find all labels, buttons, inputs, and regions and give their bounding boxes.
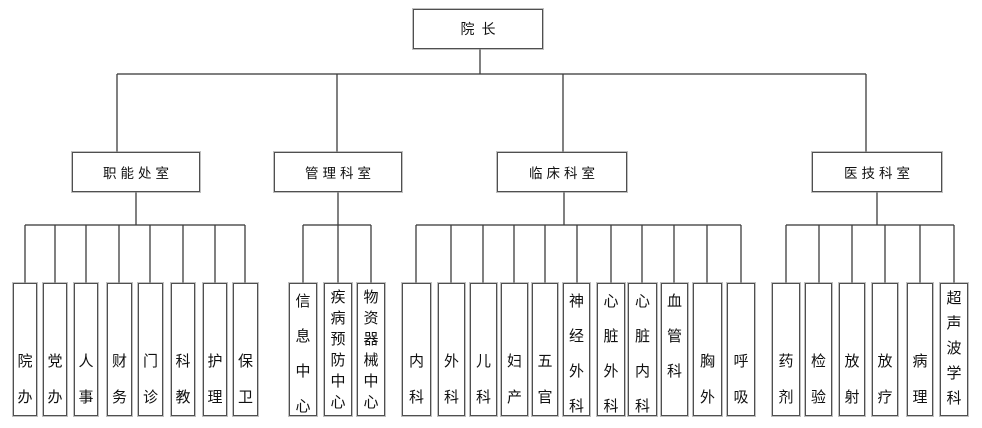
leaf-node: 人事 bbox=[74, 283, 98, 416]
leaf-label: 疾病预防中心 bbox=[330, 288, 346, 411]
leaf-node: 超声波学科 bbox=[940, 283, 968, 416]
dept-label: 职能处室 bbox=[103, 166, 173, 182]
leaf-label: 放疗 bbox=[877, 352, 893, 406]
dept-label: 管理科室 bbox=[305, 166, 375, 182]
dept-node-clinical: 临床科室 bbox=[497, 152, 627, 192]
leaf-node: 药剂 bbox=[772, 283, 800, 416]
leaf-label: 药剂 bbox=[778, 352, 794, 406]
leaf-node: 保卫 bbox=[233, 283, 258, 416]
dept-label: 医技科室 bbox=[844, 166, 914, 182]
leaf-label: 财务 bbox=[111, 352, 127, 406]
leaf-node: 放疗 bbox=[872, 283, 898, 416]
leaf-label: 儿科 bbox=[475, 352, 491, 406]
leaf-node: 妇产 bbox=[501, 283, 528, 416]
leaf-label: 检验 bbox=[810, 352, 826, 406]
leaf-node: 外科 bbox=[438, 283, 465, 416]
leaf-node: 院办 bbox=[13, 283, 37, 416]
leaf-node: 心脏内科 bbox=[628, 283, 657, 416]
leaf-node: 信息中心 bbox=[289, 283, 317, 416]
root-label: 院长 bbox=[460, 22, 503, 38]
leaf-label: 党办 bbox=[47, 352, 63, 406]
leaf-node: 门诊 bbox=[138, 283, 163, 416]
leaf-label: 神经外科 bbox=[568, 292, 584, 415]
connector-rails bbox=[25, 73, 954, 226]
leaf-label: 保卫 bbox=[237, 352, 253, 406]
leaf-label: 超声波学科 bbox=[946, 289, 962, 407]
root-node: 院长 bbox=[413, 9, 543, 49]
leaf-label: 妇产 bbox=[506, 352, 522, 406]
leaf-label: 门诊 bbox=[142, 352, 158, 406]
leaf-label: 护理 bbox=[207, 352, 223, 406]
leaf-node: 儿科 bbox=[470, 283, 497, 416]
leaf-node: 疾病预防中心 bbox=[324, 283, 352, 416]
leaf-node: 神经外科 bbox=[563, 283, 590, 416]
leaf-label: 人事 bbox=[78, 352, 94, 406]
leaf-node: 护理 bbox=[203, 283, 227, 416]
leaf-label: 五官 bbox=[537, 352, 553, 406]
dept-node-functional-offices: 职能处室 bbox=[72, 152, 200, 192]
leaf-label: 血管科 bbox=[666, 292, 682, 380]
leaf-label: 外科 bbox=[443, 352, 459, 406]
leaf-label: 信息中心 bbox=[295, 292, 311, 415]
leaf-node: 五官 bbox=[532, 283, 558, 416]
leaf-node: 血管科 bbox=[661, 283, 688, 416]
leaf-node: 胸外 bbox=[693, 283, 722, 416]
leaf-node: 内科 bbox=[402, 283, 431, 416]
leaf-node: 财务 bbox=[107, 283, 132, 416]
dept-label: 临床科室 bbox=[529, 166, 599, 182]
leaf-label: 胸外 bbox=[699, 352, 715, 406]
leaf-label: 呼吸 bbox=[733, 352, 749, 406]
leaf-label: 物资器械中心 bbox=[363, 288, 379, 411]
leaf-node: 科教 bbox=[171, 283, 195, 416]
leaf-label: 病理 bbox=[912, 352, 928, 406]
leaf-label: 院办 bbox=[17, 352, 33, 406]
dept-node-medical-tech: 医技科室 bbox=[812, 152, 942, 192]
leaf-label: 科教 bbox=[175, 352, 191, 406]
leaf-label: 放射 bbox=[844, 352, 860, 406]
leaf-label: 心脏内科 bbox=[634, 292, 650, 415]
dept-node-management: 管理科室 bbox=[274, 152, 402, 192]
leaf-node: 党办 bbox=[43, 283, 67, 416]
leaf-node: 检验 bbox=[805, 283, 832, 416]
leaf-node: 心脏外科 bbox=[597, 283, 625, 416]
leaf-label: 内科 bbox=[408, 352, 424, 406]
leaf-node: 呼吸 bbox=[727, 283, 755, 416]
leaf-node: 物资器械中心 bbox=[357, 283, 385, 416]
leaf-label: 心脏外科 bbox=[603, 292, 619, 415]
leaf-node: 病理 bbox=[907, 283, 933, 416]
leaf-node: 放射 bbox=[839, 283, 865, 416]
